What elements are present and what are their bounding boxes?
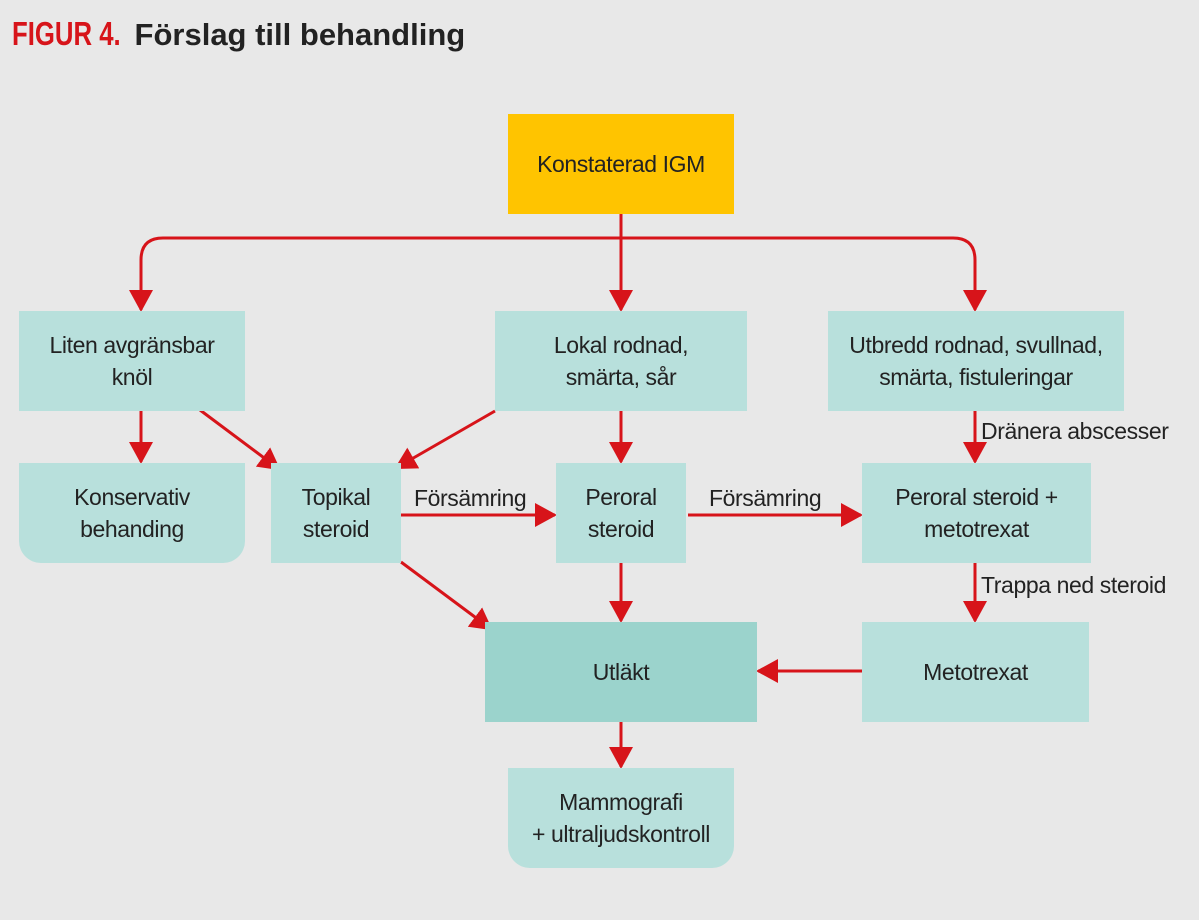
node-topical: Topikal steroid	[271, 463, 401, 563]
node-oral-mtx: Peroral steroid + metotrexat	[862, 463, 1091, 563]
figure-title: FIGUR 4. Förslag till behandling	[12, 14, 465, 55]
node-mtx-label: Metotrexat	[923, 659, 1028, 685]
node-oral: Peroral steroid	[556, 463, 686, 563]
edge-small-lump-to-topical	[199, 408, 281, 471]
edge-topical-to-healed	[400, 560, 493, 631]
node-healed: Utläkt	[485, 622, 757, 722]
node-local-redness: Lokal rodnad, smärta, sår	[495, 311, 747, 411]
node-start-label: Konstaterad IGM	[537, 151, 705, 177]
figure-heading: Förslag till behandling	[134, 17, 466, 52]
node-conservative-label: Konservativ behanding	[74, 484, 190, 542]
edge-label-drain: Dränera abscesser	[981, 418, 1169, 444]
node-mtx: Metotrexat	[862, 622, 1089, 722]
node-small-lump-label: Liten avgränsbar knöl	[49, 332, 215, 390]
node-local-redness-label: Lokal rodnad, smärta, sår	[553, 332, 689, 390]
node-followup-label: Mammografi + ultraljudskontroll	[531, 789, 710, 847]
node-topical-label: Topikal steroid	[301, 484, 371, 542]
figure-label: FIGUR 4.	[12, 15, 121, 52]
edge-start-to-small-lump	[129, 236, 621, 312]
edge-label-worsening-2: Försämring	[709, 485, 822, 511]
edge-start-to-widespread	[621, 236, 987, 312]
node-oral-mtx-label: Peroral steroid + metotrexat	[895, 484, 1058, 542]
edge-local-to-topical	[394, 409, 496, 470]
node-widespread-label: Utbredd rodnad, svullnad, smärta, fistul…	[849, 332, 1103, 390]
edge-label-worsening-1: Försämring	[414, 485, 527, 511]
node-followup: Mammografi + ultraljudskontroll	[508, 768, 734, 868]
edge-label-taper: Trappa ned steroid	[981, 572, 1167, 598]
node-small-lump: Liten avgränsbar knöl	[19, 311, 245, 411]
node-oral-label: Peroral steroid	[585, 484, 657, 542]
node-start: Konstaterad IGM	[508, 114, 734, 214]
node-widespread: Utbredd rodnad, svullnad, smärta, fistul…	[828, 311, 1124, 411]
node-healed-label: Utläkt	[592, 659, 650, 685]
node-conservative: Konservativ behanding	[19, 463, 245, 563]
